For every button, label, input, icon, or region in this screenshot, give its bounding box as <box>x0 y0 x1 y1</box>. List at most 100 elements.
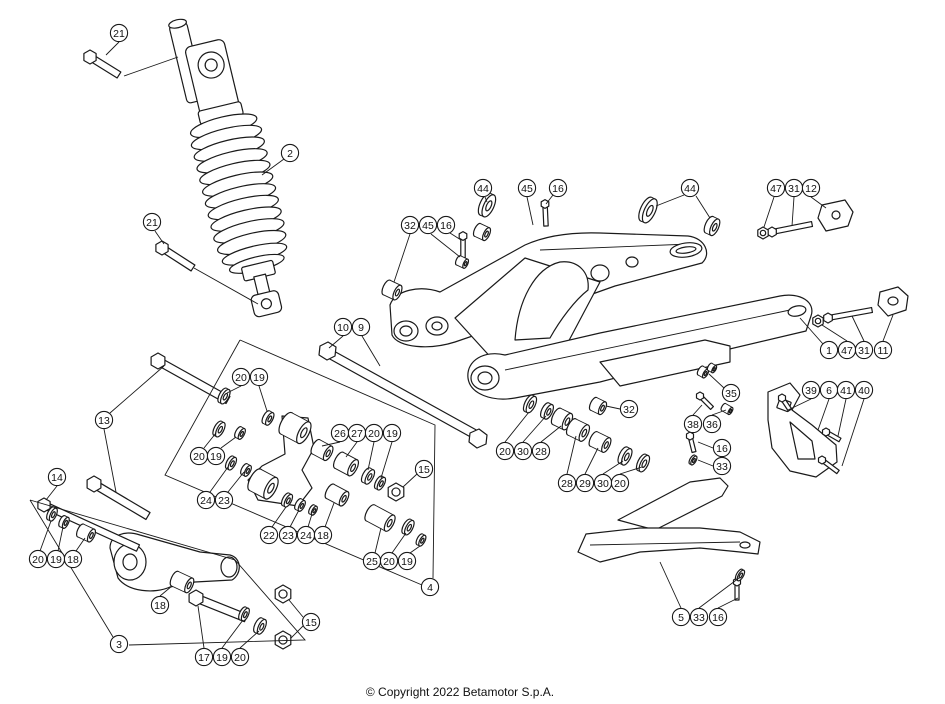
callout-circle <box>414 459 434 479</box>
callout-label: 30 <box>517 446 529 458</box>
washer-23 <box>240 463 252 477</box>
bolt-40 <box>817 455 840 475</box>
callout-circle <box>214 490 234 510</box>
callout-19: 19 <box>206 446 226 466</box>
callout-29: 29 <box>575 473 595 493</box>
callout-circle <box>230 647 250 667</box>
callout-20: 20 <box>379 551 399 571</box>
bolt-16 <box>458 231 468 259</box>
callout-circle <box>619 399 639 419</box>
callout-circle <box>28 549 48 569</box>
swingarm <box>389 232 813 400</box>
callout-label: 33 <box>693 612 705 624</box>
callout-18: 18 <box>63 549 83 569</box>
callout-circle <box>854 340 874 360</box>
callout-label: 15 <box>418 464 430 476</box>
nut-15 <box>387 482 405 502</box>
callout-19: 19 <box>382 423 402 443</box>
callout-17: 17 <box>194 647 214 667</box>
callout-9: 9 <box>351 317 371 337</box>
washer-33 <box>688 454 698 466</box>
washer-20 <box>212 420 226 438</box>
callout-3: 3 <box>109 634 129 654</box>
callout-label: 35 <box>725 388 737 400</box>
nut-47 <box>812 314 824 328</box>
callout-circle <box>683 414 703 434</box>
chain-adjuster-12 <box>817 199 854 232</box>
callout-label: 45 <box>521 183 533 195</box>
callout-19: 19 <box>46 549 66 569</box>
callout-circle <box>364 423 384 443</box>
chain-slider <box>577 477 761 563</box>
callout-circle <box>766 178 786 198</box>
bushing-18 <box>75 523 97 543</box>
callout-label: 47 <box>841 345 853 357</box>
callout-label: 20 <box>234 652 246 664</box>
callout-circle <box>400 215 420 235</box>
callout-label: 31 <box>788 183 800 195</box>
bolt-21 <box>155 240 196 272</box>
callout-5: 5 <box>671 607 691 627</box>
callout-20: 20 <box>610 473 630 493</box>
callout-25: 25 <box>362 551 382 571</box>
callout-label: 41 <box>840 385 852 397</box>
callout-circle <box>420 577 440 597</box>
cap-44 <box>638 196 658 224</box>
hardware <box>37 49 874 650</box>
washer-19 <box>234 426 246 440</box>
callout-47: 47 <box>837 340 857 360</box>
bolt-17 <box>188 589 249 623</box>
callout-24: 24 <box>196 490 216 510</box>
callout-label: 28 <box>535 446 547 458</box>
washer-20 <box>401 518 415 536</box>
callout-circle <box>517 178 537 198</box>
bolt-31 <box>823 306 874 324</box>
bolt-16 <box>540 199 550 227</box>
callout-label: 20 <box>614 478 626 490</box>
callout-20: 20 <box>28 549 48 569</box>
callout-12: 12 <box>801 178 821 198</box>
callout-19: 19 <box>397 551 417 571</box>
callout-circle <box>94 410 114 430</box>
callout-45: 45 <box>418 215 438 235</box>
callout-label: 45 <box>422 220 434 232</box>
callout-20: 20 <box>231 367 251 387</box>
callout-circle <box>801 380 821 400</box>
callout-24: 24 <box>296 525 316 545</box>
bolt-38 <box>695 391 715 411</box>
callout-circle <box>63 549 83 569</box>
callout-20: 20 <box>364 423 384 443</box>
callout-label: 30 <box>597 478 609 490</box>
callout-33: 33 <box>712 456 732 476</box>
bush-45 <box>472 222 492 242</box>
callout-6: 6 <box>819 380 839 400</box>
callout-label: 40 <box>858 385 870 397</box>
callout-15: 15 <box>301 612 321 632</box>
callout-circle <box>708 607 728 627</box>
callout-circle <box>721 383 741 403</box>
callout-label: 20 <box>193 451 205 463</box>
callout-label: 31 <box>858 345 870 357</box>
callout-circle <box>278 525 298 545</box>
washer-24 <box>308 504 318 516</box>
linkage-link <box>109 532 240 592</box>
callout-2: 2 <box>280 143 300 163</box>
callout-label: 18 <box>317 530 329 542</box>
callout-21: 21 <box>142 212 162 232</box>
callout-circle <box>671 607 691 627</box>
bushing-18 <box>169 570 195 594</box>
callout-label: 19 <box>386 428 398 440</box>
callout-label: 28 <box>561 478 573 490</box>
callout-16: 16 <box>708 607 728 627</box>
callout-label: 32 <box>623 404 635 416</box>
callout-14: 14 <box>47 467 67 487</box>
callout-label: 21 <box>146 217 158 229</box>
callout-32: 32 <box>400 215 420 235</box>
spacer-29 <box>588 430 612 454</box>
bolt-21 <box>83 49 122 79</box>
callout-label: 32 <box>404 220 416 232</box>
bushing-27 <box>332 451 360 477</box>
callout-label: 5 <box>678 612 684 624</box>
callout-circle <box>854 380 874 400</box>
callout-label: 20 <box>368 428 380 440</box>
